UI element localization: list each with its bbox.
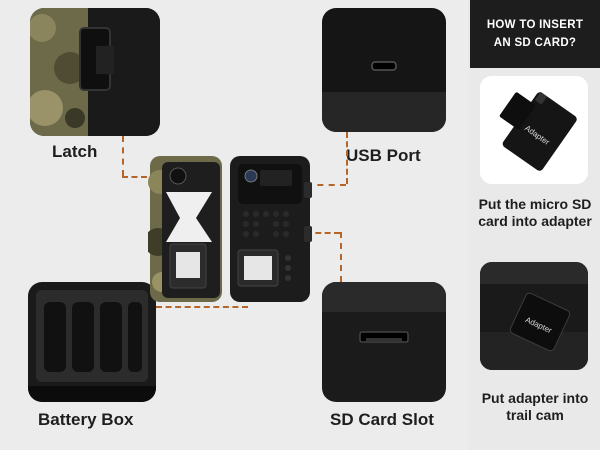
latch-leader-line-h bbox=[122, 176, 166, 178]
usb-port-closeup bbox=[322, 8, 446, 132]
sd-leader-line-h bbox=[306, 232, 340, 234]
battery-box-closeup bbox=[28, 282, 156, 402]
battery-leader-line bbox=[156, 306, 248, 308]
step1-image: Adapter bbox=[480, 76, 588, 184]
sd-card-slot-label: SD Card Slot bbox=[330, 410, 434, 429]
latch-closeup bbox=[30, 8, 160, 136]
usb-leader-line bbox=[346, 132, 348, 184]
sd-card-slot-closeup bbox=[322, 282, 446, 402]
latch-label: Latch bbox=[52, 142, 98, 161]
how-to-panel bbox=[468, 0, 600, 450]
step2-caption: Put adapter into trail cam bbox=[481, 390, 589, 423]
step1-caption: Put the micro SD card into adapter bbox=[478, 196, 592, 229]
sd-leader-line bbox=[340, 232, 342, 282]
step2-image: Adapter bbox=[480, 262, 588, 370]
usb-port-label: USB Port bbox=[346, 146, 421, 165]
trail-camera-open bbox=[144, 152, 316, 304]
how-to-header: HOW TO INSERT AN SD CARD? bbox=[470, 0, 600, 68]
how-to-title: HOW TO INSERT AN SD CARD? bbox=[486, 19, 584, 49]
product-stage: Latch USB Port Battery Box bbox=[28, 8, 446, 429]
latch-leader-line bbox=[122, 136, 124, 176]
battery-box-label: Battery Box bbox=[38, 410, 134, 429]
usb-leader-line-h bbox=[306, 184, 346, 186]
